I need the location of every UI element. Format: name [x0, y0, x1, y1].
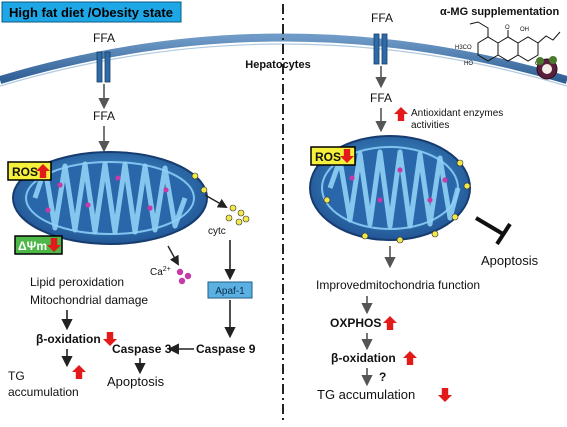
inhibition-t-bar-icon: [474, 216, 512, 246]
antioxidant-line2: activities: [411, 120, 449, 131]
caspase3-label: Caspase 3: [112, 342, 172, 356]
right-question: ?: [379, 370, 386, 384]
left-ros-label: ROS: [12, 165, 38, 179]
left-tg: TG: [8, 369, 25, 383]
right-apoptosis: Apoptosis: [481, 253, 539, 268]
caspase9-label: Caspase 9: [196, 342, 256, 356]
cell-membrane: [0, 33, 567, 84]
alpha-mangostin-molecule: [469, 21, 561, 62]
left-ffa-bottom: FFA: [93, 109, 115, 123]
right-beta-up-icon: [403, 351, 417, 365]
molecule-methoxy: H3CO: [455, 45, 472, 51]
calcium-release-arrow: [167, 245, 179, 266]
cytc-label: cytc: [208, 226, 226, 237]
left-beta-oxidation: β-oxidation: [36, 332, 101, 346]
lipid-peroxidation: Lipid peroxidation: [30, 275, 124, 289]
mitochondrial-damage: Mitochondrial damage: [30, 293, 148, 307]
left-membrane-potential-box: [14, 235, 63, 255]
left-tg-up-icon: [72, 365, 86, 379]
left-tg-accumulation: accumulation: [8, 385, 79, 399]
antioxidant-line1: Antioxidant enzymes: [411, 108, 503, 119]
right-supplement-title: α-MG supplementation: [440, 6, 559, 18]
right-ffa-top: FFA: [371, 11, 393, 25]
left-title-box: [1, 1, 182, 23]
right-tg-accumulation: TG accumulation: [317, 387, 415, 402]
molecule-oh-left: HO: [464, 61, 473, 67]
calcium-ions-icon: [176, 268, 192, 285]
left-ffa-top: FFA: [93, 31, 115, 45]
mangosteen-fruit-icon: [536, 56, 558, 80]
right-beta-oxidation: β-oxidation: [331, 351, 396, 365]
right-tg-down-icon: [438, 388, 452, 402]
hepatocytes-label: Hepatocytes: [245, 59, 310, 71]
left-title: High fat diet /Obesity state: [9, 5, 173, 20]
left-apoptosis: Apoptosis: [107, 374, 165, 389]
right-ffa-bottom: FFA: [370, 91, 392, 105]
oxphos-label: OXPHOS: [330, 316, 381, 330]
antioxidant-up-icon: [394, 107, 408, 121]
left-ffa-channel-icon: [96, 51, 111, 83]
cytc-cluster-icon: [225, 204, 250, 226]
right-ffa-channel-icon: [373, 33, 388, 65]
left-mitochondrion: [12, 151, 208, 245]
cytc-release-arrow: [204, 194, 228, 208]
apaf-label: Apaf-1: [215, 286, 245, 297]
improved-function: Improvedmitochondria function: [316, 278, 480, 292]
oxphos-up-icon: [383, 316, 397, 330]
calcium-label: Ca2+: [150, 266, 171, 278]
molecule-oh-top: OH: [520, 27, 529, 33]
apaf-box: [207, 281, 253, 299]
molecule-carbonyl: O: [505, 25, 510, 31]
right-ros-label: ROS: [315, 150, 341, 164]
left-membrane-potential-label: ΔΨm: [18, 239, 47, 253]
